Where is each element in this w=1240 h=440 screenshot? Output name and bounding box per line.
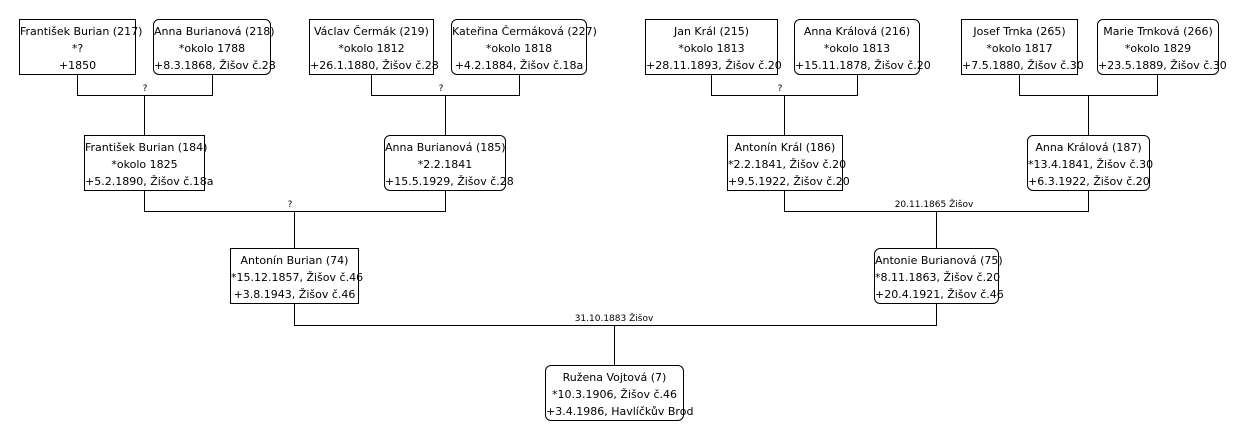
person-215[interactable]: Jan Král (215) *okolo 1813 +28.11.1893, … [645, 19, 782, 75]
connector-74-75 [294, 304, 937, 365]
marriage-label-186-187: 20.11.1865 Žišov [893, 200, 975, 210]
person-birth: *8.11.1863, Žišov č.20 [875, 271, 1001, 284]
person-birth: *15.12.1857, Žišov č.46 [231, 271, 364, 284]
marriage-label-184-185: ? [286, 200, 294, 210]
person-birth: *2.2.1841 [417, 158, 473, 171]
person-name: Kateřina Čermáková (227) [452, 25, 597, 38]
person-name: Anna Burianová (185) [385, 141, 506, 154]
person-birth: *2.2.1841, Žišov č.20 [728, 158, 847, 171]
person-name: Antonín Král (186) [734, 141, 836, 154]
person-184[interactable]: František Burian (184) *okolo 1825 +5.2.… [84, 135, 214, 191]
person-265[interactable]: Josef Trnka (265) *okolo 1817 +7.5.1880,… [961, 19, 1084, 75]
person-birth: *okolo 1812 [338, 42, 405, 55]
person-227[interactable]: Kateřina Čermáková (227) *okolo 1818 +4.… [451, 19, 597, 75]
person-birth: *okolo 1788 [178, 42, 246, 55]
person-217[interactable]: František Burian (217) *? +1850 [19, 19, 143, 75]
marriage-label-215-216: ? [776, 84, 784, 94]
person-death: +28.11.1893, Žišov č.20 [646, 59, 782, 72]
person-218[interactable]: Anna Burianová (218) *okolo 1788 +8.3.18… [153, 19, 276, 75]
connector-217-218 [77, 75, 213, 135]
person-219[interactable]: Václav Čermák (219) *okolo 1812 +26.1.18… [309, 19, 439, 75]
connector-184-185 [144, 191, 446, 248]
connector-186-187 [784, 191, 1089, 248]
person-266[interactable]: Marie Trnková (266) *okolo 1829 +23.5.18… [1097, 19, 1227, 75]
connector-215-216 [711, 75, 858, 135]
person-birth: *? [71, 42, 84, 55]
person-name: Ružena Vojtová (7) [562, 371, 667, 384]
person-186[interactable]: Antonín Král (186) *2.2.1841, Žišov č.20… [727, 135, 850, 191]
person-birth: *okolo 1813 [823, 42, 891, 55]
person-name: Marie Trnková (266) [1103, 25, 1213, 38]
person-death: +26.1.1880, Žišov č.28 [310, 59, 439, 72]
person-name: Anna Burianová (218) [154, 25, 275, 38]
person-birth: *okolo 1829 [1124, 42, 1192, 55]
person-birth: *10.3.1906, Žišov č.46 [551, 388, 678, 401]
person-185[interactable]: Anna Burianová (185) *2.2.1841 +15.5.192… [384, 135, 514, 191]
person-death: +23.5.1889, Žišov č.30 [1098, 59, 1227, 72]
person-name: Jan Král (215) [673, 25, 750, 38]
person-74[interactable]: Antonín Burian (74) *15.12.1857, Žišov č… [230, 248, 364, 304]
person-birth: *okolo 1825 [111, 158, 178, 171]
person-name: Anna Králová (216) [803, 25, 911, 38]
person-7[interactable]: Ružena Vojtová (7) *10.3.1906, Žišov č.4… [545, 365, 694, 421]
person-name: František Burian (217) [20, 25, 143, 38]
person-death: +15.11.1878, Žišov č.20 [795, 59, 931, 72]
person-name: Antonie Burianová (75) [875, 254, 1003, 267]
person-death: +20.4.1921, Žišov č.46 [875, 288, 1004, 301]
connector-219-227 [371, 75, 520, 135]
connector-265-266 [1019, 75, 1158, 135]
person-birth: *okolo 1813 [678, 42, 745, 55]
person-name: Anna Králová (187) [1035, 141, 1142, 154]
person-name: Václav Čermák (219) [314, 25, 429, 38]
person-birth: *okolo 1817 [986, 42, 1053, 55]
person-name: Antonín Burian (74) [240, 254, 349, 267]
person-75[interactable]: Antonie Burianová (75) *8.11.1863, Žišov… [874, 248, 1004, 304]
person-187[interactable]: Anna Králová (187) *13.4.1841, Žišov č.3… [1027, 135, 1154, 191]
person-death: +1850 [58, 59, 97, 72]
person-name: Josef Trnka (265) [973, 25, 1066, 38]
marriage-label-219-227: ? [437, 84, 445, 94]
person-death: +15.5.1929, Žišov č.28 [385, 175, 514, 188]
person-death: +3.4.1986, Havlíčkův Brod [546, 405, 694, 418]
person-death: +5.2.1890, Žišov č.18a [85, 175, 214, 188]
person-death: +6.3.1922, Žišov č.20 [1028, 175, 1150, 188]
marriage-label-217-218: ? [141, 84, 149, 94]
person-name: František Burian (184) [85, 141, 208, 154]
person-death: +8.3.1868, Žišov č.28 [154, 59, 276, 72]
person-death: +3.8.1943, Žišov č.46 [233, 288, 356, 301]
person-birth: *okolo 1818 [485, 42, 553, 55]
person-death: +9.5.1922, Žišov č.20 [728, 175, 850, 188]
person-death: +7.5.1880, Žišov č.30 [962, 59, 1084, 72]
marriage-label-74-75: 31.10.1883 Žišov [573, 314, 655, 324]
person-death: +4.2.1884, Žišov č.18a [454, 59, 584, 72]
person-216[interactable]: Anna Králová (216) *okolo 1813 +15.11.18… [794, 19, 931, 75]
person-birth: *13.4.1841, Žišov č.30 [1028, 158, 1154, 171]
